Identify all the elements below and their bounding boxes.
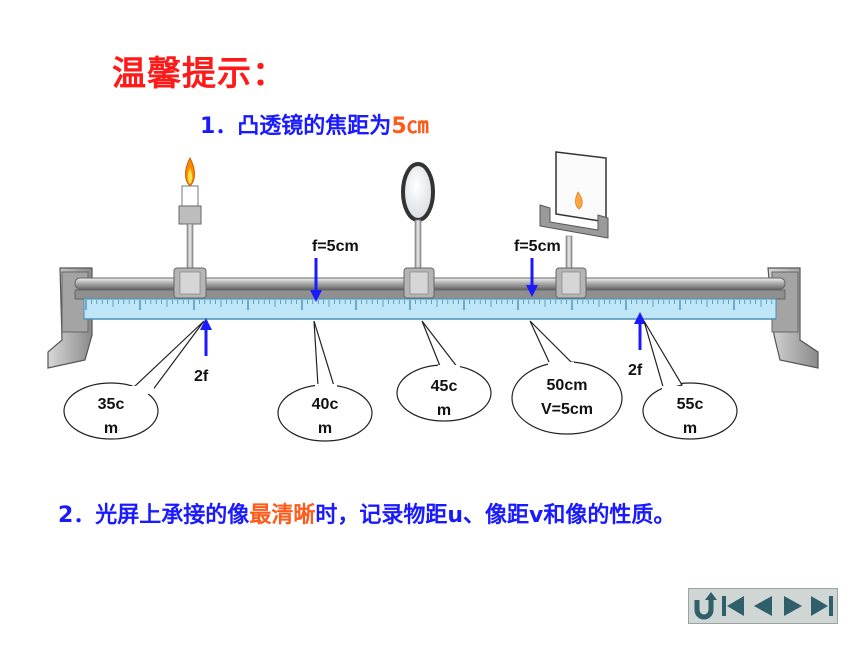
last-icon: [811, 596, 834, 616]
optical-bench-diagram: f=5cm f=5cm 2f 2f 35c m 40c m 45c: [47, 151, 819, 442]
tip-record-highlight: 最清晰: [249, 503, 316, 528]
svg-text:m: m: [683, 420, 697, 437]
focal-point-left: f=5cm: [310, 238, 359, 302]
svg-text:35c: 35c: [98, 396, 125, 413]
ruler-ticks: [85, 300, 773, 310]
svg-text:50cm: 50cm: [547, 377, 588, 394]
callout-35cm: 35c m: [63, 320, 205, 440]
callout-50cm: 50cm V=5cm: [511, 320, 623, 435]
svg-text:45c: 45c: [431, 378, 458, 395]
previous-slide-button[interactable]: [748, 591, 778, 621]
svg-text:V=5cm: V=5cm: [541, 401, 593, 418]
svg-text:40c: 40c: [312, 396, 339, 413]
double-focal-right: 2f: [628, 312, 646, 379]
first-slide-button[interactable]: [719, 591, 749, 621]
double-focal-label-left: 2f: [194, 368, 209, 385]
return-button[interactable]: [689, 591, 719, 621]
callout-55cm: 55c m: [642, 320, 738, 440]
tip-record-prefix: 2．光屏上承接的像: [58, 503, 250, 528]
page-title: 温馨提示：: [112, 54, 287, 94]
focal-point-right: f=5cm: [514, 238, 561, 297]
next-icon: [783, 596, 802, 616]
candle-icon: [173, 156, 207, 299]
scale-ruler: [83, 298, 777, 320]
svg-text:m: m: [104, 420, 118, 437]
callout-40cm: 40c m: [277, 320, 373, 442]
tip-focal-value: 5㎝: [391, 114, 429, 139]
return-icon: [694, 592, 717, 620]
tip-record-instructions: 2．光屏上承接的像最清晰时，记录物距u、像距v和像的性质。: [58, 497, 675, 529]
focal-label-left: f=5cm: [312, 238, 359, 255]
svg-text:55c: 55c: [677, 396, 704, 413]
svg-text:m: m: [318, 420, 332, 437]
first-icon: [722, 596, 745, 616]
next-slide-button[interactable]: [778, 591, 808, 621]
slide-navigation: [688, 588, 838, 624]
focal-label-right: f=5cm: [514, 238, 561, 255]
prev-icon: [753, 596, 772, 616]
last-slide-button[interactable]: [807, 591, 837, 621]
double-focal-left: 2f: [194, 318, 212, 385]
tip-record-suffix: 时，记录物距u、像距v和像的性质。: [315, 503, 676, 528]
double-focal-label-right: 2f: [628, 362, 643, 379]
tip-focal-prefix: 1．凸透镜的焦距为: [200, 114, 392, 139]
svg-text:m: m: [437, 402, 451, 419]
lens-icon: [401, 162, 435, 299]
callout-45cm: 45c m: [396, 320, 492, 422]
screen-icon: [539, 151, 609, 299]
tip-focal-length: 1．凸透镜的焦距为5㎝: [200, 108, 429, 140]
